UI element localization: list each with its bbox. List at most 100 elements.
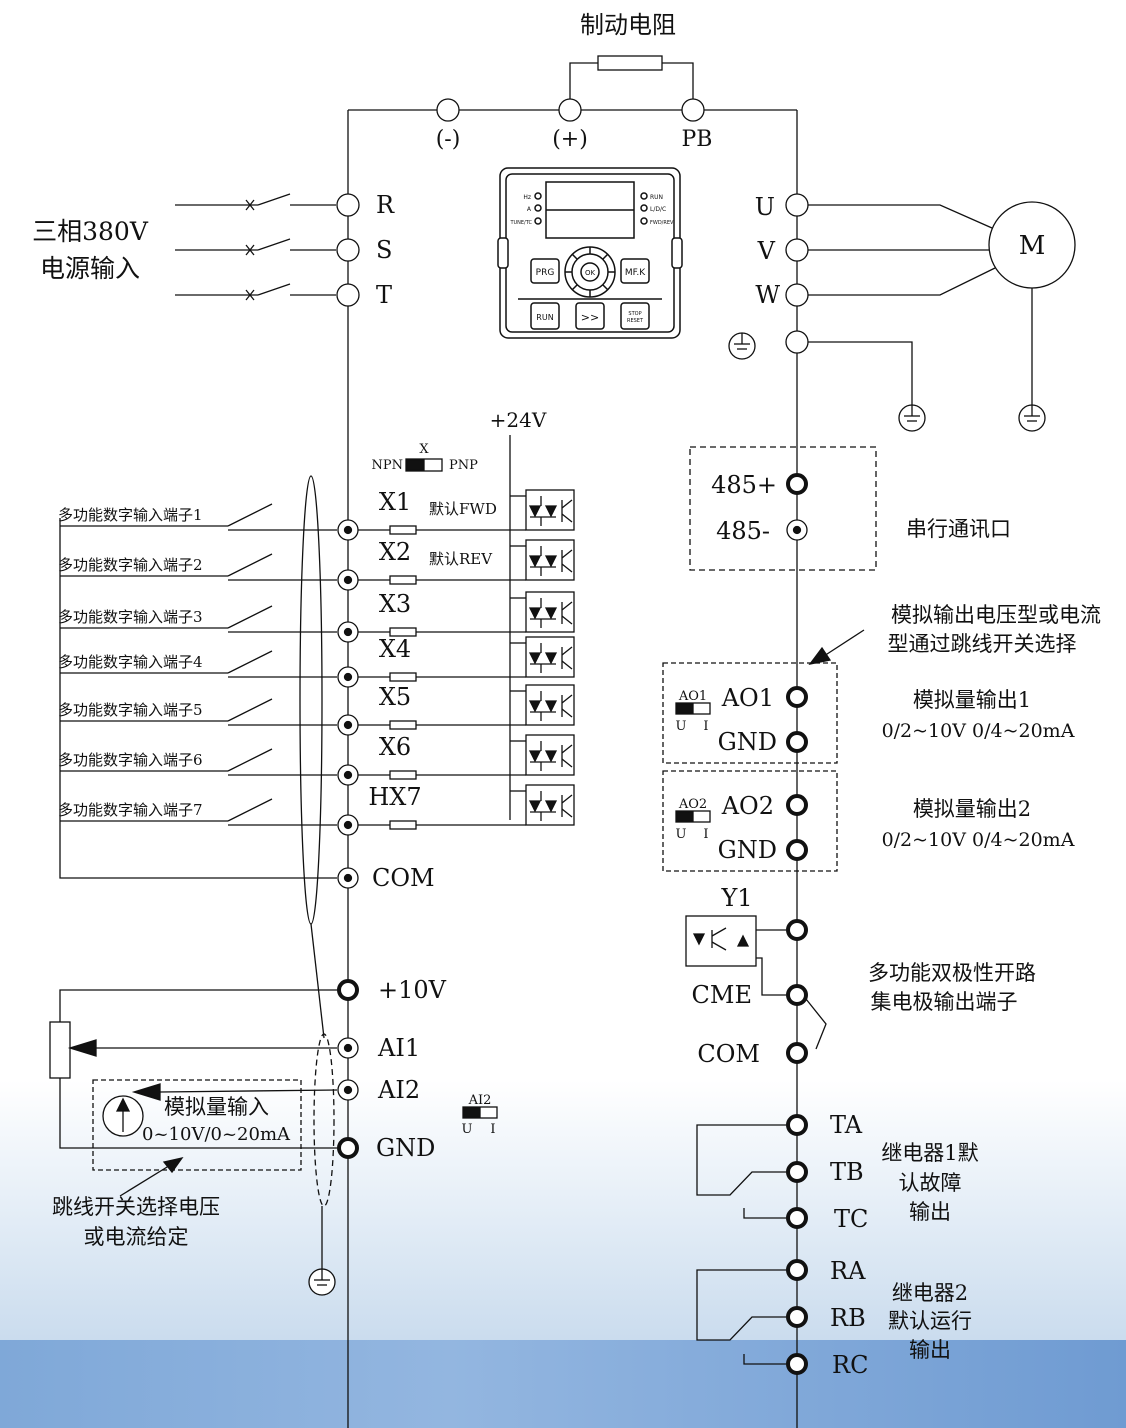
terminal-y1[interactable] xyxy=(786,919,808,941)
terminal-ao1[interactable] xyxy=(786,686,808,708)
terminal-t[interactable] xyxy=(336,283,360,307)
ai2-wire xyxy=(159,1089,338,1093)
terminal-gnd[interactable] xyxy=(337,1137,359,1159)
terminal-ao1-gnd[interactable] xyxy=(786,731,808,753)
shield-ground-wire xyxy=(310,923,325,1039)
ground-icon-4 xyxy=(308,1268,336,1296)
rc-label: RC xyxy=(832,1351,868,1379)
ao2-box xyxy=(662,770,838,872)
terminal-ra[interactable] xyxy=(786,1259,808,1281)
led-hz-label: Hz xyxy=(523,194,531,201)
terminal-10v[interactable] xyxy=(337,979,359,1001)
comm-box xyxy=(689,446,877,571)
npn-label: NPN xyxy=(372,458,404,473)
led-run-label: RUN xyxy=(650,194,663,201)
ai2-jumper-switch[interactable]: AI2 U I xyxy=(462,1093,498,1137)
led-fwd-label: FWD/REV xyxy=(650,220,674,226)
stop-button[interactable] xyxy=(620,302,650,330)
brake-wire-right xyxy=(662,62,694,100)
ai2-source-box xyxy=(92,1079,302,1171)
mfk-label: MF.K xyxy=(625,268,646,278)
shield-ellipse-digital xyxy=(299,475,323,925)
jumper-note-line1: 跳线开关选择电压 xyxy=(52,1195,220,1219)
ok-label: OK xyxy=(585,269,596,277)
terminal-x3[interactable] xyxy=(337,621,359,643)
terminal-w[interactable] xyxy=(785,283,809,307)
led-tune-label: TUNE/TC xyxy=(509,220,532,226)
terminal-u[interactable] xyxy=(785,193,809,217)
analog-input-section: +10V AI1 AI2 GND 模拟量输入 0~10V/0~20mA xyxy=(49,976,498,1269)
m485-label: 485- xyxy=(716,517,770,545)
terminal-x5[interactable] xyxy=(337,714,359,736)
shift-button[interactable] xyxy=(575,302,605,330)
input-switch-blade xyxy=(227,605,273,629)
analog-output-section: 模拟输出电压型或电流 型通过跳线开关选择 AO1 U I AO1 GND 模拟量… xyxy=(662,603,1101,872)
terminal-ai1[interactable] xyxy=(337,1037,359,1059)
terminal-s[interactable] xyxy=(336,238,360,262)
digital-input-label: 多功能数字输入端子4 xyxy=(58,653,203,671)
terminal-tb[interactable] xyxy=(786,1161,808,1183)
led-fwd-icon xyxy=(640,217,648,225)
terminal-pe[interactable] xyxy=(785,330,809,354)
terminal-pb[interactable] xyxy=(681,98,705,122)
ai2-switch-label: AI2 xyxy=(468,1093,492,1108)
terminal-x2[interactable] xyxy=(337,569,359,591)
terminal-cme[interactable] xyxy=(786,984,808,1006)
run-button[interactable] xyxy=(530,302,560,330)
terminal-ao2-gnd[interactable] xyxy=(786,839,808,861)
terminal-485-plus[interactable] xyxy=(786,473,808,495)
comm-label: 串行通讯口 xyxy=(906,517,1011,541)
y1-section: Y1 CME COM 多功能双极性开路 集电极输出端子 xyxy=(685,884,1036,1068)
led-run-icon xyxy=(640,192,648,200)
terminal-v[interactable] xyxy=(785,238,809,262)
ok-dial[interactable]: OK xyxy=(564,246,616,298)
terminal-r[interactable] xyxy=(336,193,360,217)
prg-button[interactable] xyxy=(530,258,560,284)
terminal-rb[interactable] xyxy=(786,1306,808,1328)
terminal-y1-com[interactable] xyxy=(786,1042,808,1064)
terminal-485-minus[interactable] xyxy=(786,519,808,541)
terminal-minus[interactable] xyxy=(436,98,460,122)
terminal-tc[interactable] xyxy=(786,1207,808,1229)
com-return-wire xyxy=(59,518,337,879)
ao1-desc-2: 0/2~10V 0/4~20mA xyxy=(882,720,1075,742)
digital-input-label: 多功能数字输入端子1 xyxy=(58,506,203,524)
y1-diode-icon xyxy=(736,934,750,947)
v-label: V xyxy=(757,237,776,265)
ai1-label: AI1 xyxy=(377,1034,420,1062)
cme-label: CME xyxy=(692,981,752,1009)
relay2-desc-1: 继电器2 xyxy=(892,1281,968,1305)
comm-section: 485+ 485- 串行通讯口 xyxy=(689,446,1011,571)
current-source-arrow-icon xyxy=(115,1097,131,1112)
input-default-label: 默认FWD xyxy=(429,500,497,518)
terminal-ao2[interactable] xyxy=(786,794,808,816)
terminal-x4[interactable] xyxy=(337,666,359,688)
terminal-hx7[interactable] xyxy=(337,814,359,836)
ground-icon-1 xyxy=(728,332,756,360)
mfk-button[interactable] xyxy=(620,258,650,284)
ao1-switch[interactable]: AO1 U I xyxy=(675,689,711,734)
terminal-com[interactable] xyxy=(337,867,359,889)
ao2-switch[interactable]: AO2 U I xyxy=(675,797,711,842)
ao1-box xyxy=(662,662,838,764)
terminal-rc[interactable] xyxy=(786,1353,808,1375)
input-resistor xyxy=(389,720,417,730)
jumper-note-line2: 或电流给定 xyxy=(84,1225,189,1249)
terminal-ai2[interactable] xyxy=(337,1079,359,1101)
led-a-label: A xyxy=(527,206,532,213)
switch-r xyxy=(175,193,336,211)
npn-switch-x-label: X xyxy=(419,442,429,457)
ground-icon-3 xyxy=(1018,404,1046,432)
ao2-switch-label: AO2 xyxy=(678,797,707,812)
terminal-plus[interactable] xyxy=(558,98,582,122)
terminal-x1[interactable] xyxy=(337,519,359,541)
terminal-x6[interactable] xyxy=(337,764,359,786)
input-resistor xyxy=(389,575,417,585)
terminal-ta[interactable] xyxy=(786,1114,808,1136)
pe-wire-1 xyxy=(808,341,913,405)
npn-pnp-switch[interactable]: X NPN PNP xyxy=(372,442,479,473)
y1-wire-cme xyxy=(756,957,786,996)
